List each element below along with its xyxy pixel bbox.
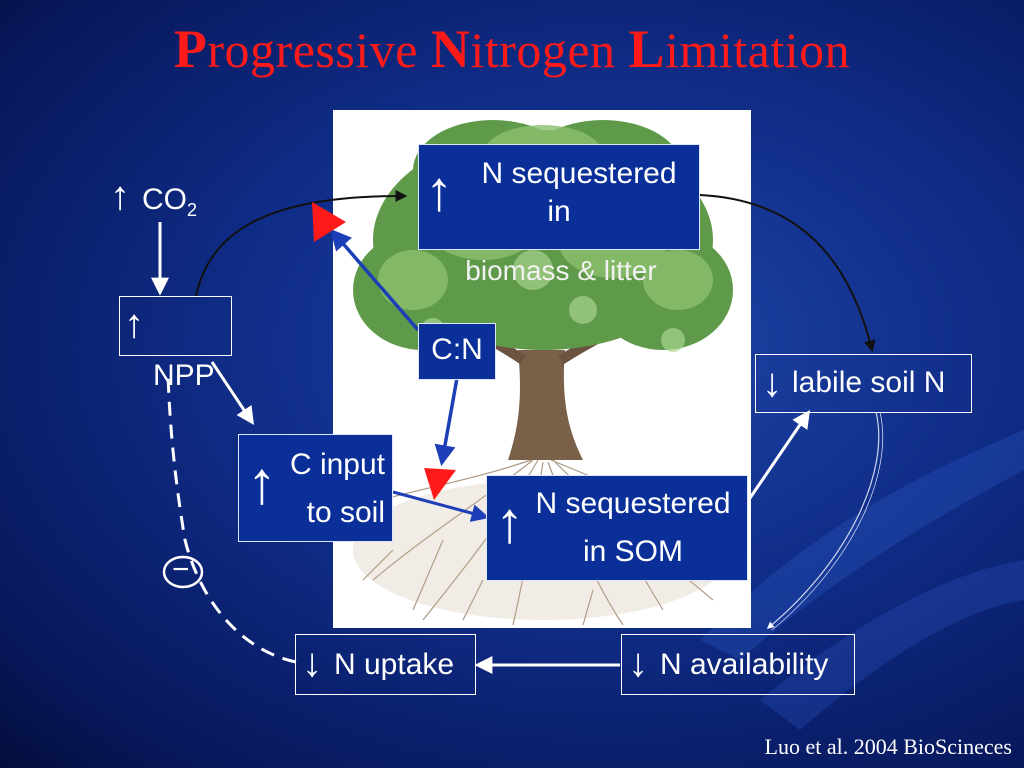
n-sequestered-biomass-box: ↑ N sequestered in [418, 144, 700, 250]
npp-up-arrow-icon: ↑ [124, 302, 144, 346]
biomass-up-arrow-icon: ↑ [425, 159, 453, 222]
co2-label: CO2 [142, 182, 197, 228]
availability-label: N availability [660, 648, 829, 681]
n-availability-box: ↓ N availability [621, 634, 855, 695]
title-l: L [628, 19, 666, 79]
arrow-biomass-to-labile [699, 194, 876, 353]
som-up-arrow-icon: ↑ [495, 490, 524, 555]
biomass-line2: in [547, 195, 571, 228]
arrow-cn-to-biomass [330, 228, 420, 332]
negative-feedback-circle [162, 555, 204, 589]
labile-label: labile soil N [792, 366, 946, 399]
arrow-cn-to-som [434, 377, 459, 467]
labile-soil-n-box: ↓ labile soil N [755, 354, 972, 413]
title-p: P [173, 19, 208, 79]
arrow-npp-to-biomass [195, 189, 408, 297]
cinput-up-arrow-icon: ↑ [247, 449, 277, 516]
cn-ratio-box: C:N [418, 323, 496, 380]
co2-subscript: 2 [187, 200, 198, 220]
co2-text: CO [142, 183, 187, 216]
arrow-npp-to-cinput [210, 361, 254, 425]
n-sequestered-som-box: ↑ N sequestered in SOM [486, 475, 748, 581]
npp-box [119, 296, 232, 356]
uptake-label: N uptake [334, 648, 455, 681]
slide-title: Progressive Nitrogen Limitation [0, 18, 1024, 80]
title-p-rest: rogressive [207, 22, 431, 78]
co2-up-arrow-icon: ↑ [110, 174, 130, 218]
dashed-feedback-arrow [166, 374, 297, 664]
red-triangle-bottom [424, 468, 456, 500]
som-line2: in SOM [582, 535, 684, 568]
npp-label: NPP [153, 359, 215, 392]
title-n-rest: itrogen [470, 22, 629, 78]
title-l-rest: imitation [665, 22, 851, 78]
biomass-line1: N sequestered [481, 157, 677, 190]
red-triangle-top [312, 202, 346, 242]
n-uptake-box: ↓ N uptake [295, 634, 476, 695]
availability-down-arrow-icon: ↓ [628, 641, 648, 685]
cinput-line2: to soil [306, 496, 385, 529]
arrow-som-to-labile [748, 410, 811, 499]
title-n: N [430, 19, 471, 79]
negative-feedback-sign: − [172, 553, 190, 586]
c-input-to-soil-box: ↑ C input to soil [238, 434, 393, 542]
cn-label: C:N [431, 333, 483, 366]
biomass-litter-label: biomass & litter [465, 255, 657, 286]
citation: Luo et al. 2004 BioScineces [764, 734, 1012, 759]
arrow-labile-to-availability [766, 411, 880, 629]
arrow-cinput-to-som [392, 490, 490, 522]
cinput-line1: C input [289, 448, 385, 481]
uptake-down-arrow-icon: ↓ [302, 641, 322, 685]
som-line1: N sequestered [535, 487, 731, 520]
labile-down-arrow-icon: ↓ [762, 361, 782, 405]
